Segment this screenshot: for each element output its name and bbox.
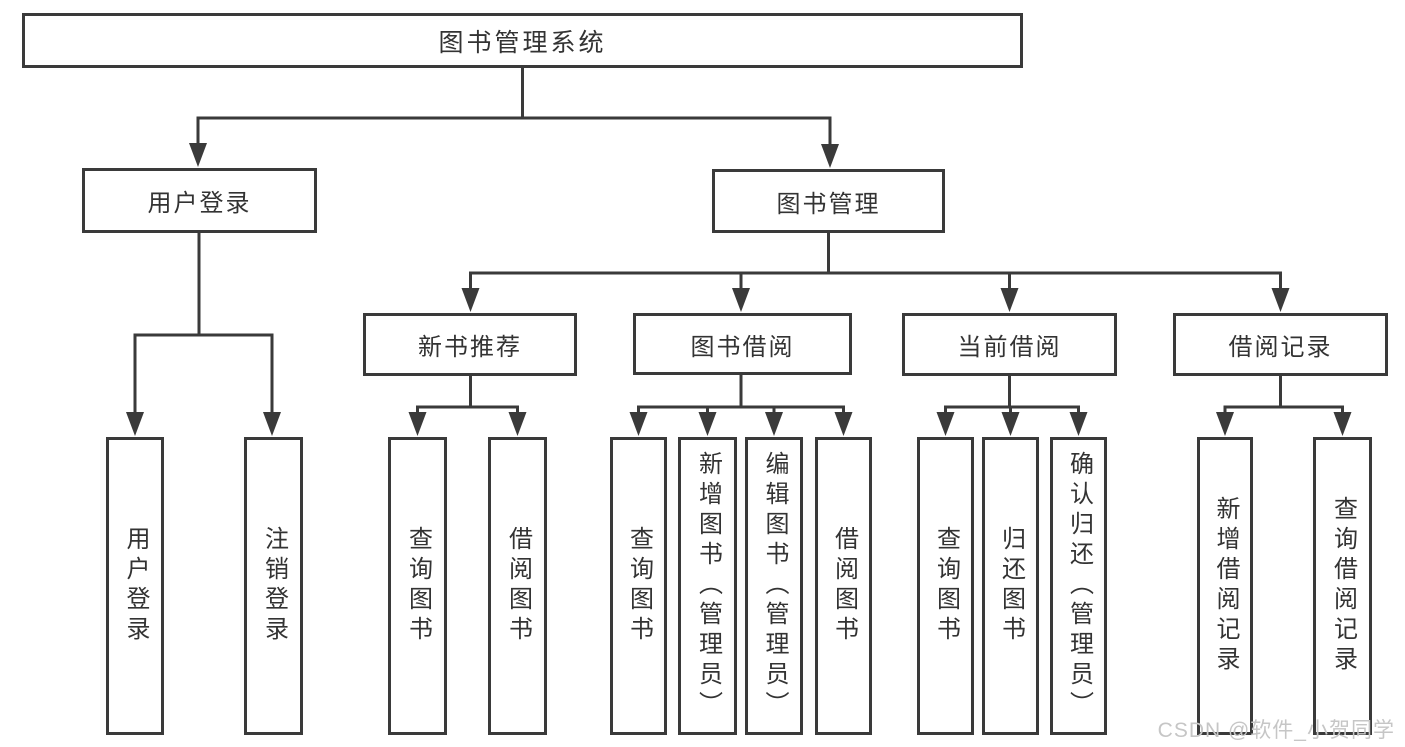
leaf-borrow-book: 借阅图书 xyxy=(815,437,872,735)
leaf-add-book-admin: 新增图书（管理员） xyxy=(678,437,737,735)
node-borrow-records: 借阅记录 xyxy=(1173,313,1388,376)
leaf-query-book-recommend-label: 查询图书 xyxy=(404,526,432,646)
leaf-borrow-book-recommend-label: 借阅图书 xyxy=(504,526,532,646)
node-book-borrow: 图书借阅 xyxy=(633,313,852,375)
node-root: 图书管理系统 xyxy=(22,13,1023,68)
csdn-watermark: CSDN @软件_小贺同学 xyxy=(1157,719,1395,742)
leaf-return-book: 归还图书 xyxy=(982,437,1039,735)
leaf-add-borrow-record: 新增借阅记录 xyxy=(1197,437,1253,735)
node-book-management: 图书管理 xyxy=(712,169,945,233)
leaf-query-book-current: 查询图书 xyxy=(917,437,974,735)
leaf-query-book-borrow-label: 查询图书 xyxy=(625,526,653,646)
node-new-book-recommend: 新书推荐 xyxy=(363,313,577,376)
leaf-query-book-current-label: 查询图书 xyxy=(932,526,960,646)
leaf-edit-book-admin: 编辑图书（管理员） xyxy=(745,437,803,735)
node-current-borrow: 当前借阅 xyxy=(902,313,1117,376)
leaf-query-borrow-record: 查询借阅记录 xyxy=(1313,437,1372,735)
leaf-logout-login: 注销登录 xyxy=(244,437,303,735)
leaf-return-book-label: 归还图书 xyxy=(997,526,1025,646)
leaf-query-book-borrow: 查询图书 xyxy=(610,437,667,735)
leaf-add-book-admin-label: 新增图书（管理员） xyxy=(694,451,722,721)
node-user-login: 用户登录 xyxy=(82,168,317,233)
leaf-confirm-return-admin: 确认归还（管理员） xyxy=(1050,437,1107,735)
leaf-user-login: 用户登录 xyxy=(106,437,164,735)
leaf-add-borrow-record-label: 新增借阅记录 xyxy=(1212,496,1239,676)
leaf-confirm-return-admin-label: 确认归还（管理员） xyxy=(1065,451,1093,721)
leaf-query-borrow-record-label: 查询借阅记录 xyxy=(1329,496,1357,676)
leaf-borrow-book-label: 借阅图书 xyxy=(830,526,858,646)
leaf-borrow-book-recommend: 借阅图书 xyxy=(488,437,547,735)
leaf-logout-login-label: 注销登录 xyxy=(260,526,288,646)
leaf-query-book-recommend: 查询图书 xyxy=(388,437,447,735)
leaf-user-login-label: 用户登录 xyxy=(122,526,149,646)
leaf-edit-book-admin-label: 编辑图书（管理员） xyxy=(761,451,788,721)
